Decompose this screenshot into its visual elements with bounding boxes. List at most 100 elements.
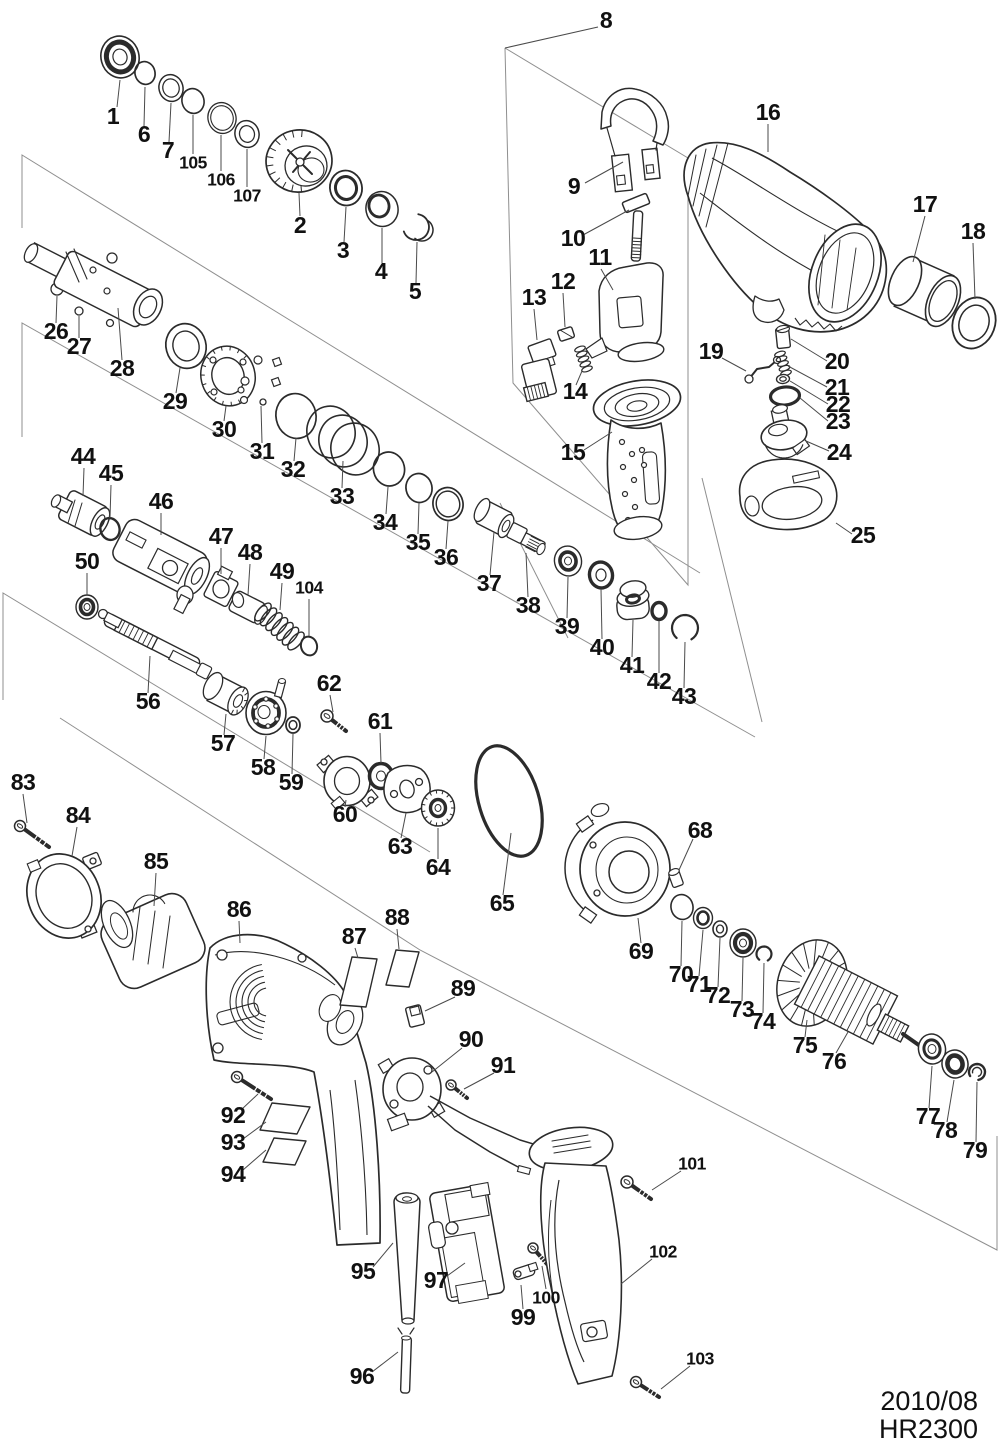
svg-text:59: 59 [279,769,304,795]
part-89 [405,1004,425,1028]
part-64 [420,789,456,827]
part-label-20: 20 [790,338,850,374]
part-7 [158,73,184,103]
part-label-9: 9 [568,161,624,199]
part-86 [205,933,381,1246]
part-label-102: 102 [620,1242,678,1285]
part-27 [74,306,115,328]
part-99 [512,1261,539,1281]
part-label-50: 50 [75,548,100,595]
svg-text:96: 96 [350,1363,375,1389]
part-label-62: 62 [317,670,342,713]
part-label-57: 57 [211,713,236,756]
part-label-17: 17 [912,191,938,263]
svg-text:104: 104 [295,578,323,598]
svg-text:63: 63 [388,833,413,859]
part-label-74: 74 [751,962,776,1034]
svg-text:57: 57 [211,730,236,756]
part-77 [917,1033,947,1065]
part-label-6: 6 [138,86,151,147]
part-label-10: 10 [561,209,630,251]
svg-text:88: 88 [385,904,410,930]
part-label-44: 44 [71,443,96,497]
svg-text:69: 69 [629,938,654,964]
part-91 [445,1079,469,1100]
svg-text:48: 48 [238,539,263,565]
svg-text:44: 44 [71,443,96,469]
part-15 [592,379,682,541]
part-label-48: 48 [238,539,263,596]
part-14 [574,345,593,373]
part-76 [793,955,935,1057]
part-label-106: 106 [207,135,236,190]
diagram-model-number: HR2300 [879,1414,978,1444]
svg-text:56: 56 [136,688,161,714]
part-label-26: 26 [44,295,69,344]
part-label-93: 93 [221,1121,267,1155]
part-label-18: 18 [961,218,986,300]
part-63 [383,764,431,814]
part-84 [26,851,102,939]
svg-text:74: 74 [751,1008,776,1034]
part-label-92: 92 [221,1093,259,1128]
svg-text:99: 99 [511,1304,536,1330]
part-87 [339,956,378,1008]
part-label-88: 88 [385,904,410,950]
svg-text:94: 94 [221,1161,246,1187]
part-label-37: 37 [477,531,502,596]
part-label-65: 65 [490,832,515,916]
svg-text:40: 40 [590,634,615,660]
svg-text:4: 4 [375,258,388,284]
part-107 [234,119,260,149]
svg-text:107: 107 [233,186,261,206]
part-39 [553,545,583,577]
svg-text:90: 90 [459,1026,484,1052]
svg-text:18: 18 [961,218,986,244]
svg-text:50: 50 [75,548,100,574]
part-62 [320,709,348,733]
svg-text:106: 106 [207,170,235,190]
part-74 [755,945,773,962]
part-label-1: 1 [107,79,121,129]
part-65 [474,744,544,858]
part-label-86: 86 [227,896,252,944]
part-label-60: 60 [333,799,358,827]
svg-text:12: 12 [551,268,576,294]
svg-text:78: 78 [933,1117,958,1143]
part-label-105: 105 [179,115,208,173]
svg-text:101: 101 [678,1154,706,1174]
svg-text:1: 1 [107,103,120,129]
part-45 [99,516,121,542]
part-label-23: 23 [799,397,851,434]
part-label-32: 32 [281,437,306,482]
part-46 [112,518,211,615]
part-label-107: 107 [233,149,261,206]
part-48 [228,590,268,625]
part-label-8: 8 [504,7,613,49]
part-label-41: 41 [620,619,645,678]
svg-text:45: 45 [99,460,124,486]
part-label-36: 36 [434,520,459,570]
part-3 [329,169,363,207]
svg-text:105: 105 [179,153,207,173]
part-label-101: 101 [651,1154,707,1191]
svg-text:86: 86 [227,896,252,922]
part-label-56: 56 [136,655,161,714]
svg-text:22: 22 [826,391,851,417]
part-22 [775,373,791,385]
part-label-104: 104 [295,578,324,636]
part-label-77: 77 [916,1065,941,1129]
part-label-79: 79 [963,1081,988,1163]
svg-text:6: 6 [138,121,150,147]
part-label-29: 29 [163,367,188,414]
part-96 [397,1327,415,1394]
svg-text:97: 97 [424,1267,449,1293]
svg-text:60: 60 [333,801,358,827]
part-12 [556,326,576,342]
part-label-83: 83 [11,769,36,824]
svg-text:30: 30 [212,416,237,442]
part-20 [774,324,792,350]
part-label-64: 64 [426,828,451,880]
